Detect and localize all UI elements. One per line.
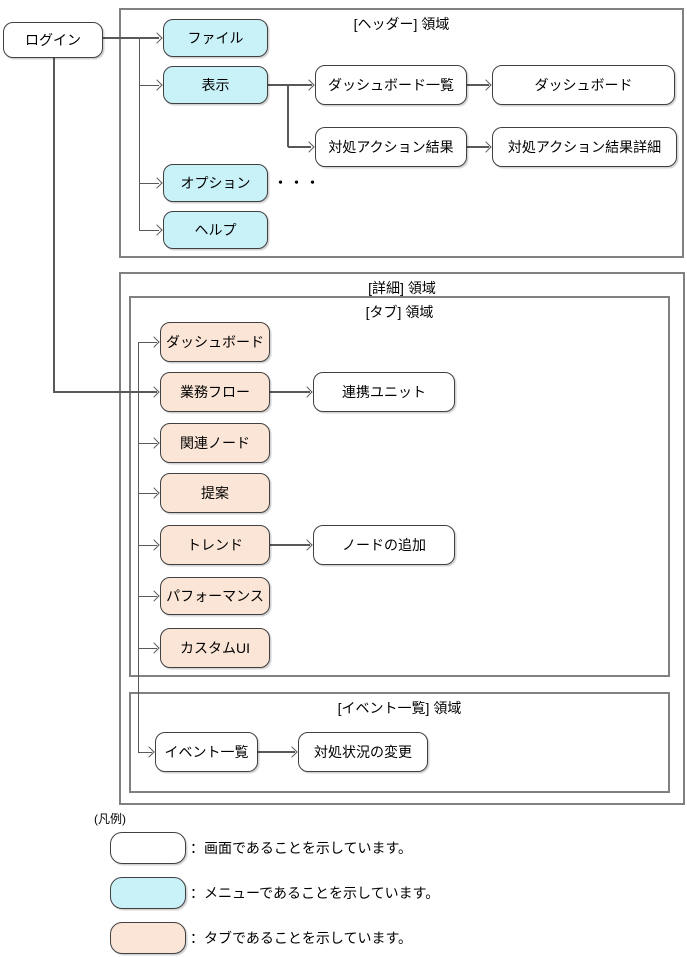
connector-line bbox=[139, 183, 159, 184]
region-tab-title: [タブ] 領域 bbox=[365, 304, 434, 320]
connector-line bbox=[138, 596, 157, 597]
connector-line bbox=[288, 146, 311, 148]
node-screen-event-list: イベント一覧 bbox=[155, 732, 258, 772]
connector-line bbox=[53, 58, 55, 393]
region-event-list: [イベント一覧] 領域 bbox=[129, 692, 670, 793]
node-screen-dashboard-list: ダッシュボード一覧 bbox=[315, 65, 467, 105]
connector-line bbox=[53, 391, 157, 393]
node-screen-change-status: 対処状況の変更 bbox=[298, 732, 428, 772]
node-tab-trend: トレンド bbox=[160, 525, 270, 565]
node-login: ログイン bbox=[3, 22, 103, 58]
connector-line bbox=[138, 648, 157, 649]
legend-title: (凡例) bbox=[94, 812, 126, 826]
connector-line bbox=[103, 37, 159, 39]
node-tab-performance: パフォーマンス bbox=[160, 577, 270, 615]
node-tab-related-node: 関連ノード bbox=[160, 423, 270, 463]
region-header: [ヘッダー] 領域 bbox=[119, 8, 684, 258]
node-menu-view: 表示 bbox=[163, 66, 268, 104]
region-tab: [タブ] 領域 bbox=[129, 296, 670, 677]
connector-line bbox=[270, 544, 310, 546]
connector-line bbox=[268, 84, 312, 86]
node-screen-action-result-detail: 対処アクション結果詳細 bbox=[492, 127, 677, 167]
legend-swatch-screen bbox=[110, 832, 186, 864]
connector-line bbox=[287, 85, 289, 147]
connector-line bbox=[467, 84, 489, 86]
connector-line bbox=[138, 545, 157, 546]
node-screen-dashboard: ダッシュボード bbox=[492, 65, 675, 105]
connector-line bbox=[258, 751, 295, 753]
connector-line bbox=[138, 342, 157, 343]
region-detail-title: [詳細] 領域 bbox=[368, 280, 436, 296]
region-header-title: [ヘッダー] 領域 bbox=[353, 16, 450, 32]
connector-line bbox=[467, 146, 489, 148]
legend-label-tab: ：タブであることを示しています。 bbox=[190, 930, 413, 946]
ellipsis-dots: ・・・ bbox=[274, 175, 323, 190]
node-tab-business-flow: 業務フロー bbox=[160, 372, 270, 412]
node-menu-file: ファイル bbox=[163, 19, 268, 57]
node-menu-options: オプション bbox=[163, 164, 268, 202]
node-menu-help: ヘルプ bbox=[163, 211, 268, 249]
legend-label-menu: ：メニューであることを示しています。 bbox=[190, 885, 440, 901]
node-tab-dashboard: ダッシュボード bbox=[160, 322, 270, 362]
node-screen-linked-unit: 連携ユニット bbox=[313, 372, 455, 412]
connector-line bbox=[138, 342, 139, 753]
connector-line bbox=[139, 38, 140, 231]
node-tab-custom-ui: カスタムUI bbox=[160, 628, 270, 668]
connector-line bbox=[270, 391, 310, 393]
connector-line bbox=[138, 443, 157, 444]
legend-swatch-tab bbox=[110, 922, 186, 954]
region-event-list-title: [イベント一覧] 領域 bbox=[337, 700, 462, 716]
connector-line bbox=[139, 230, 159, 231]
node-tab-proposal: 提案 bbox=[160, 473, 270, 513]
connector-line bbox=[138, 493, 157, 494]
connector-line bbox=[139, 85, 159, 86]
legend-label-screen: ：画面であることを示しています。 bbox=[190, 840, 413, 856]
region-detail: [詳細] 領域 bbox=[119, 272, 685, 805]
node-screen-action-result: 対処アクション結果 bbox=[315, 127, 467, 167]
connector-line bbox=[138, 752, 152, 753]
legend-swatch-menu bbox=[110, 877, 186, 909]
node-screen-add-node: ノードの追加 bbox=[313, 525, 455, 565]
